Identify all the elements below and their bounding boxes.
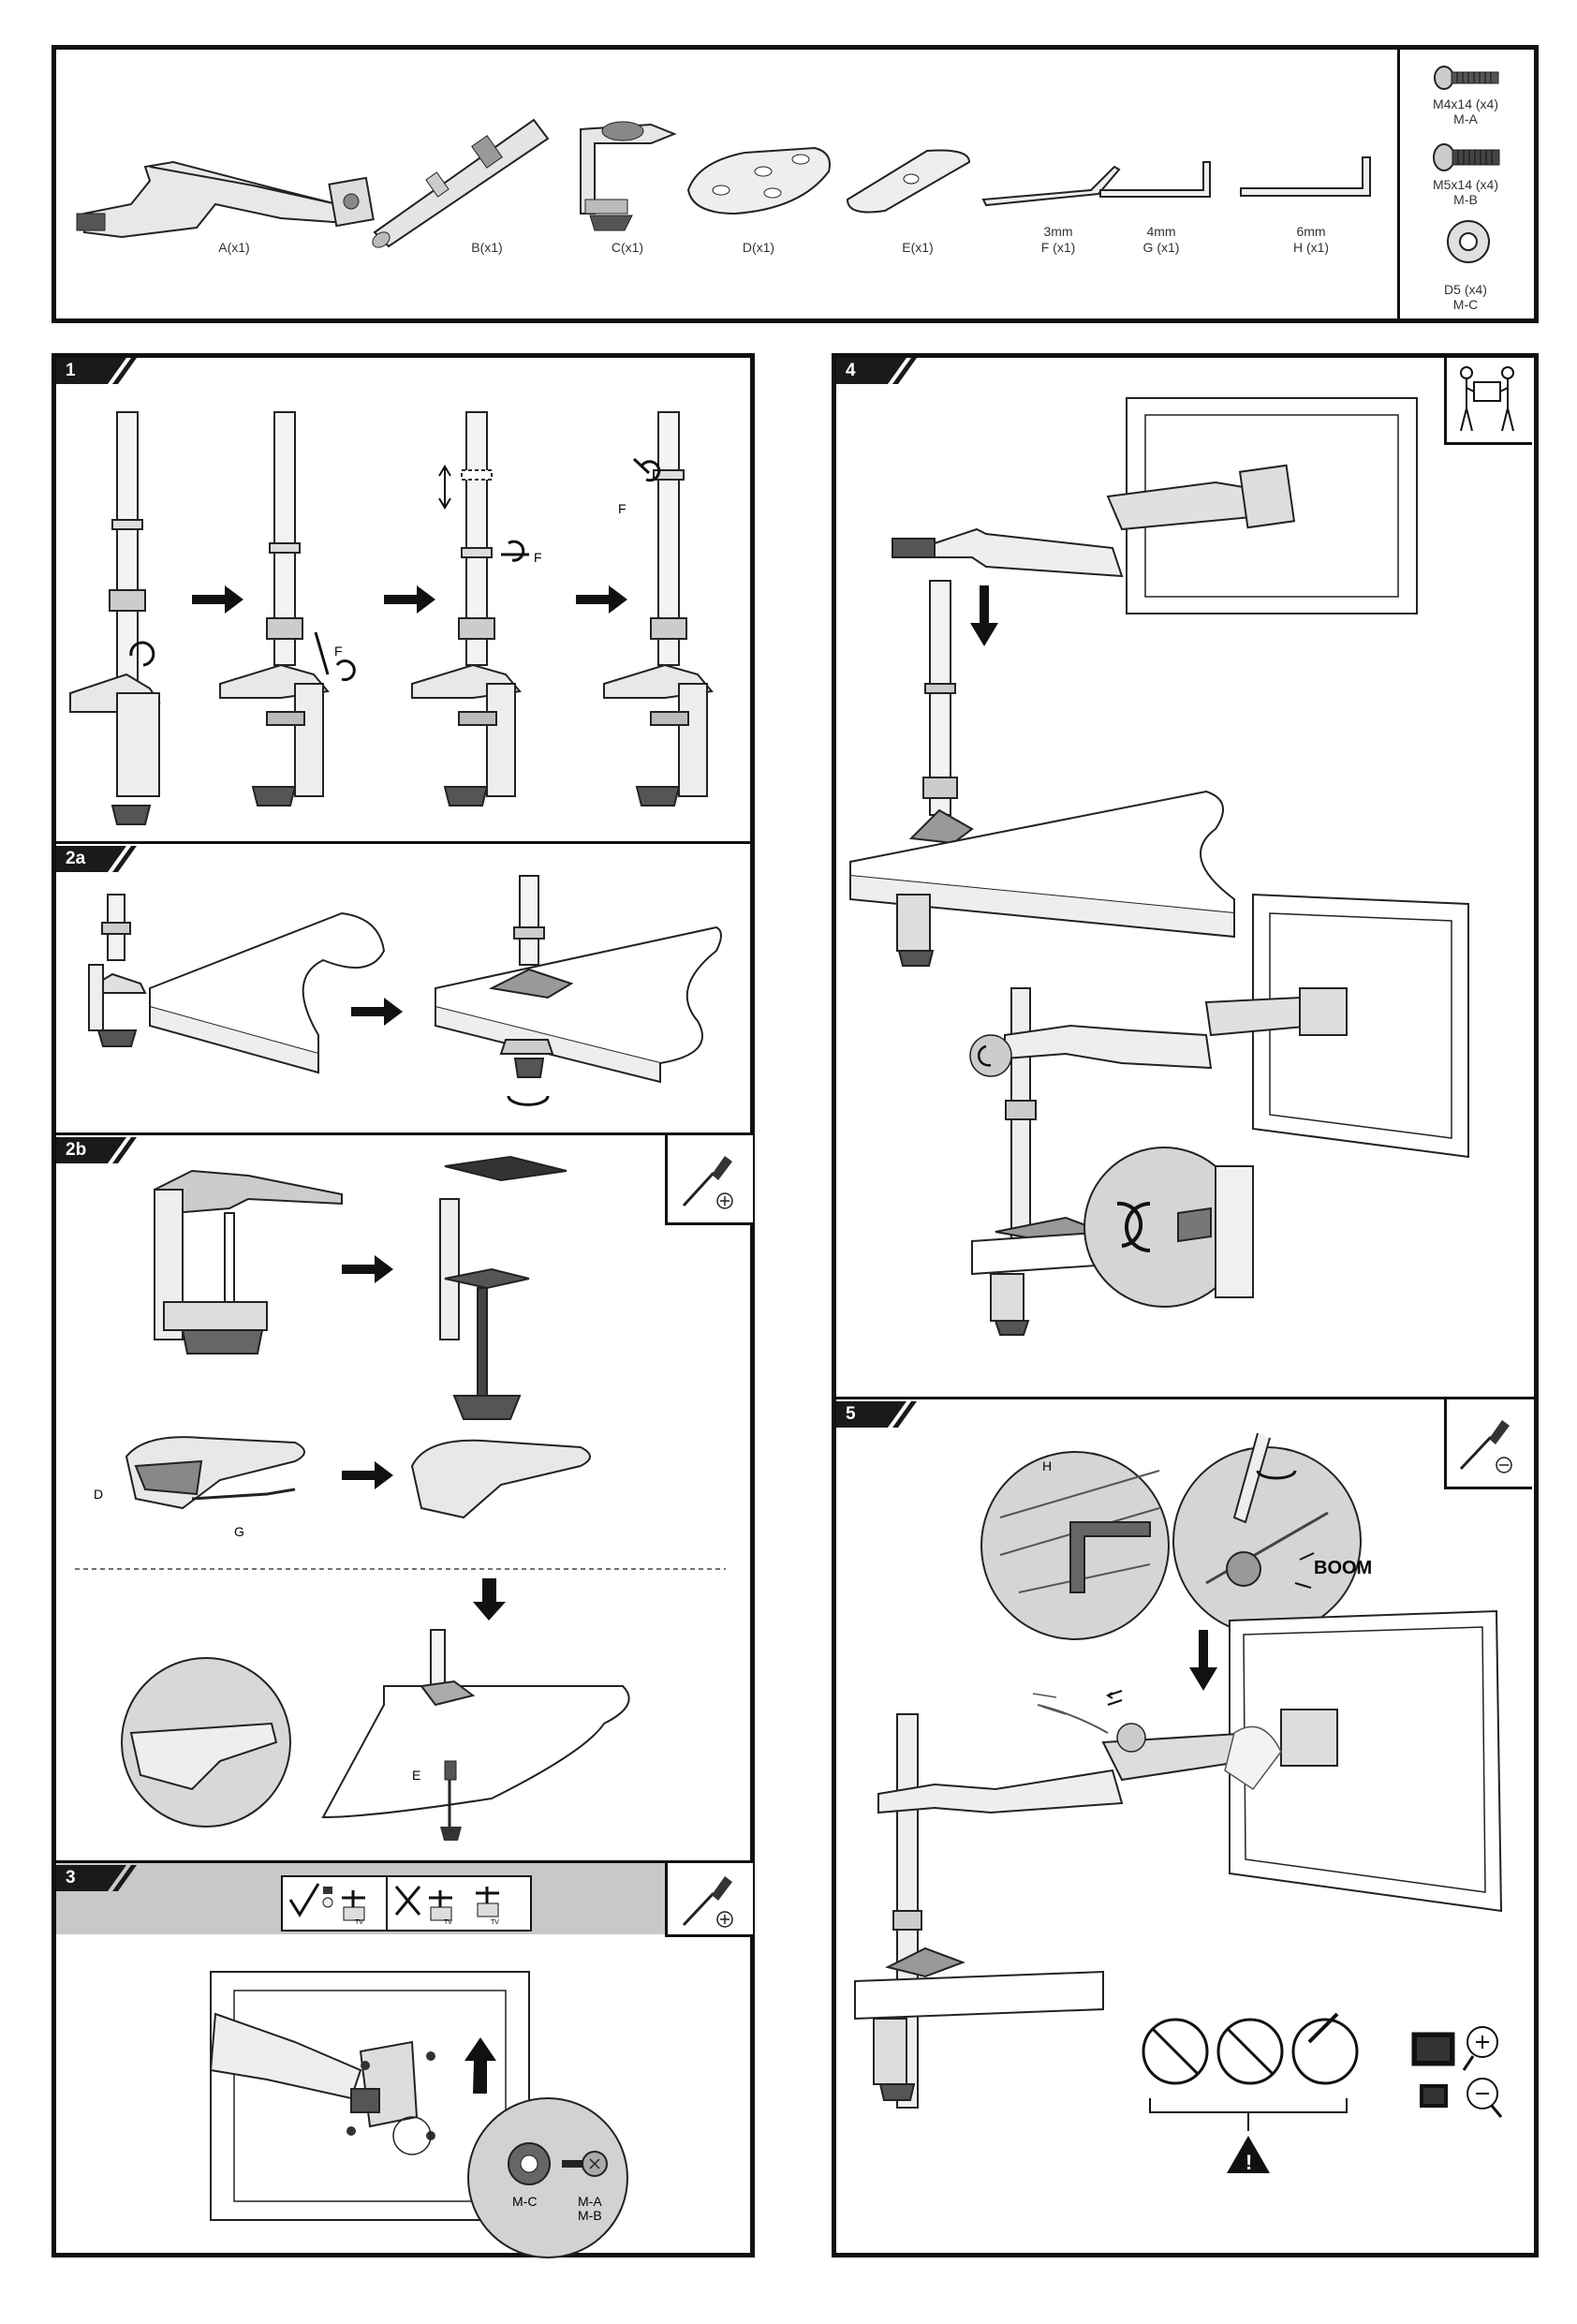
part-f-key-illustration	[981, 165, 1121, 207]
parts-divider	[1397, 50, 1400, 318]
step-1-number: 1	[66, 361, 76, 380]
callout-h: H	[1042, 1458, 1052, 1473]
part-g-label: G (x1)	[1142, 240, 1180, 255]
part-c-clamp-illustration	[580, 121, 677, 231]
step-3-number: 3	[66, 1868, 76, 1887]
correct-screw-icon: TV	[288, 1883, 365, 1926]
part-g-size: 4mm	[1146, 224, 1176, 239]
washer-label: M-C	[1452, 297, 1479, 312]
stage-3-pole	[411, 411, 522, 807]
callout-f-1: F	[334, 644, 343, 659]
step-5-number: 5	[846, 1404, 856, 1424]
step-4-number: 4	[846, 361, 856, 380]
divider-1-2a	[56, 841, 750, 844]
warning-group	[1142, 2012, 1359, 2131]
parts-list-panel: A(x1) B(x1) C(x1) D(x1) E(x1) 3mm F (x1)…	[52, 45, 1539, 323]
step-2a-illustration	[88, 875, 722, 1106]
callout-ma: M-A	[578, 2194, 602, 2209]
step-5-illustration: H BOOM !	[854, 1432, 1503, 2174]
washer-icon	[1447, 220, 1490, 263]
screwdriver-plus-icon	[682, 1876, 733, 1928]
part-h-size: 6mm	[1296, 224, 1326, 239]
step-1-illustration: F F F	[69, 411, 714, 825]
part-e-label: E(x1)	[902, 240, 934, 255]
screwdriver-minus-icon	[1459, 1420, 1512, 1473]
part-b-label: B(x1)	[471, 240, 503, 255]
part-c-label: C(x1)	[611, 240, 644, 255]
part-g-key-illustration	[1099, 161, 1211, 198]
part-d-plate-illustration	[686, 146, 831, 215]
screw-b-label: M-B	[1453, 192, 1478, 207]
callout-mb: M-B	[578, 2208, 602, 2223]
screw-b-size: M5x14 (x4)	[1432, 177, 1499, 192]
step-2b-illustration: D G E	[75, 1155, 726, 1841]
screw-m4-icon	[1434, 66, 1499, 90]
callout-g: G	[234, 1524, 244, 1539]
incorrect-screw-icon: TV TV	[394, 1886, 499, 1926]
divider-4-5	[836, 1397, 1534, 1399]
washer-size: D5 (x4)	[1444, 282, 1487, 297]
stage-4-pole	[603, 411, 714, 807]
screw-m5-icon	[1433, 143, 1500, 171]
step-3-illustration: M-C M-A M-B	[209, 1971, 628, 2258]
part-f-size: 3mm	[1043, 224, 1073, 239]
part-h-key-illustration	[1240, 156, 1371, 197]
step-2b-tool-box	[665, 1135, 753, 1225]
step-4-illustration	[849, 397, 1469, 1336]
part-h-label: H (x1)	[1292, 240, 1330, 255]
tv-label-1: TV	[355, 1919, 363, 1926]
two-person-lift-icon	[1460, 366, 1514, 432]
part-e-plate-illustration	[846, 149, 971, 214]
part-f-label: F (x1)	[1040, 240, 1076, 255]
svg-text:!: !	[1245, 2151, 1252, 2174]
screw-usage-divider	[386, 1875, 388, 1932]
step-3-tag	[56, 1865, 137, 1891]
part-a-arm-illustration	[76, 160, 375, 239]
callout-f-3: F	[618, 501, 626, 516]
screw-a-label: M-A	[1453, 111, 1478, 126]
callout-mc: M-C	[512, 2194, 537, 2209]
part-a-label: A(x1)	[218, 240, 250, 255]
part-d-label: D(x1)	[742, 240, 775, 255]
step-1-tag	[56, 358, 137, 384]
step-2a-tag	[56, 846, 137, 872]
step-2b-number: 2b	[66, 1140, 87, 1160]
callout-e: E	[412, 1768, 420, 1783]
screw-a-size: M4x14 (x4)	[1432, 96, 1499, 111]
step-5-tag	[836, 1401, 917, 1428]
tv-label-2: TV	[444, 1919, 452, 1926]
callout-d: D	[94, 1487, 103, 1502]
stage-2-pole	[219, 411, 330, 807]
step-4-tag	[836, 358, 917, 384]
screwdriver-plus-icon	[682, 1156, 733, 1209]
part-b-pole-illustration	[372, 118, 550, 248]
callout-f-2: F	[534, 550, 542, 565]
step-5-tool-box	[1444, 1399, 1532, 1489]
divider-2b-3	[56, 1860, 750, 1863]
divider-2a-2b	[56, 1132, 750, 1135]
step-2a-number: 2a	[66, 849, 86, 868]
step-2b-tag	[56, 1137, 137, 1163]
tv-label-3: TV	[491, 1919, 499, 1926]
stage-1-pole	[69, 411, 161, 825]
boom-text: BOOM	[1314, 1558, 1372, 1578]
